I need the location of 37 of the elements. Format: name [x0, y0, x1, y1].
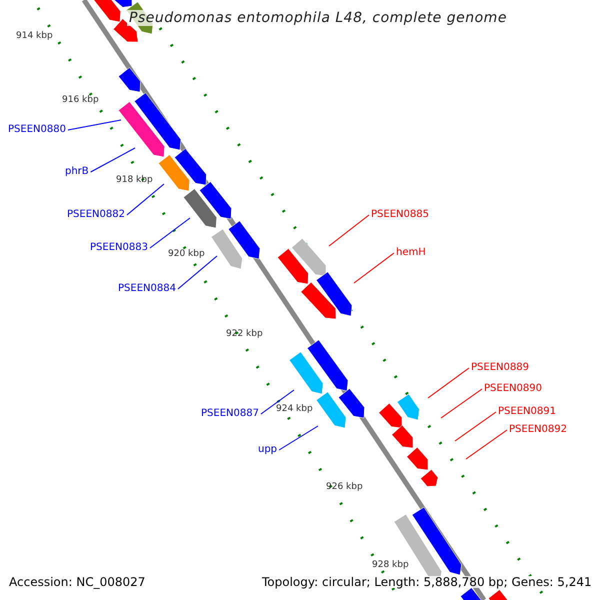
gene-label: PSEEN0889	[471, 363, 529, 373]
leader-line	[440, 388, 482, 418]
gene-label: PSEEN0883	[90, 243, 148, 253]
leader-line	[466, 430, 508, 460]
scale-label: 918 kbp	[116, 176, 153, 185]
title: Pseudomonas entomophila L48, complete genome	[127, 10, 509, 26]
leader-line	[354, 252, 394, 284]
gene-label: upp	[258, 445, 278, 455]
leader-line	[278, 426, 318, 450]
gene-label: PSEEN0880	[8, 125, 66, 135]
gene-label: hemH	[396, 248, 426, 258]
leader-line	[177, 256, 218, 290]
gene-label: PSEEN0892	[509, 425, 567, 435]
genome-info-text: Topology: circular; Length: 5,888,780 bp; Genes: 5,241	[262, 576, 592, 588]
gene-label: PSEEN0887	[201, 409, 259, 419]
scale-label: 914 kbp	[16, 32, 53, 41]
gene-label: PSEEN0885	[371, 210, 429, 220]
gene-label: PSEEN0890	[484, 384, 542, 394]
leader-line	[67, 120, 122, 130]
scale-label: 926 kbp	[326, 483, 363, 492]
scale-label: 928 kbp	[372, 561, 409, 570]
leader-line	[149, 218, 190, 248]
leader-line	[90, 148, 136, 172]
leader-line	[126, 184, 164, 216]
leader-line	[260, 390, 294, 414]
scale-label: 920 kbp	[168, 250, 205, 259]
leader-line	[454, 412, 496, 442]
scale-label: 916 kbp	[62, 96, 99, 105]
scale-label: 924 kbp	[276, 405, 313, 414]
gene-label: PSEEN0891	[498, 407, 556, 417]
gene-label: PSEEN0884	[118, 284, 176, 294]
scale-label: 922 kbp	[226, 330, 263, 339]
accession-text: Accession: NC_008027	[9, 576, 146, 588]
gene-label: phrB	[65, 167, 89, 177]
leader-line	[328, 214, 370, 246]
leader-line	[428, 368, 470, 398]
gene-label: PSEEN0882	[67, 210, 125, 220]
